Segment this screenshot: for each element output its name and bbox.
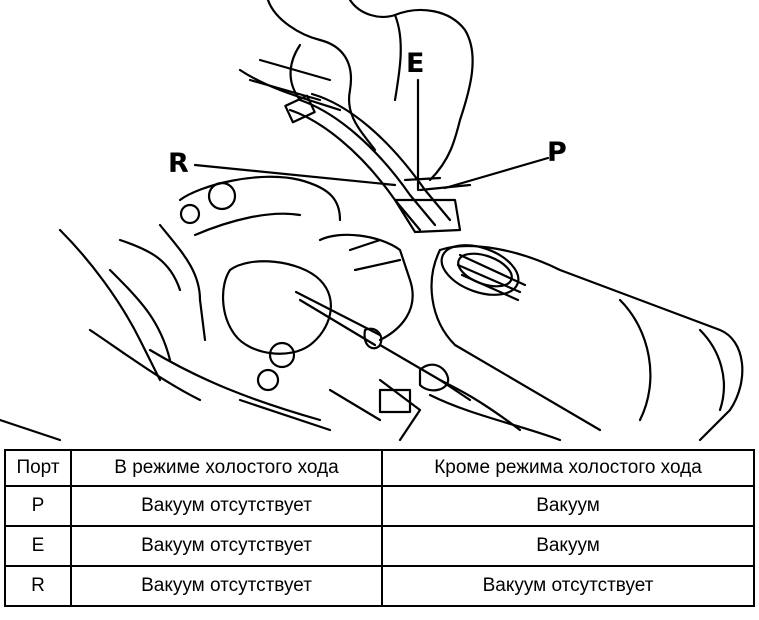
throttle-body (428, 244, 744, 442)
non-idle-mode-cell: Вакуум (381, 525, 755, 567)
idle-mode-cell: Вакуум отсутствует (70, 565, 383, 607)
header-idle-mode: В режиме холостого хода (70, 449, 383, 487)
table-row: P Вакуум отсутствует Вакуум (4, 485, 755, 527)
callout-p-label: P (547, 137, 567, 168)
non-idle-mode-cell: Вакуум (381, 485, 755, 527)
table-row: R Вакуум отсутствует Вакуум отсутствует (4, 565, 755, 607)
callout-r-label: R (168, 148, 189, 179)
vacuum-hoses (284, 92, 472, 234)
idle-mode-cell: Вакуум отсутствует (70, 525, 383, 567)
callout-leaders (193, 78, 550, 192)
valve-assembly (221, 233, 522, 442)
port-cell: R (4, 565, 72, 607)
port-vacuum-table: Порт В режиме холостого хода Кроме режим… (4, 449, 755, 607)
idle-mode-cell: Вакуум отсутствует (70, 485, 383, 527)
table-header-row: Порт В режиме холостого хода Кроме режим… (4, 449, 755, 487)
header-non-idle-mode: Кроме режима холостого хода (381, 449, 755, 487)
port-cell: P (4, 485, 72, 527)
hand-drawing (238, 0, 474, 182)
port-cell: E (4, 525, 72, 567)
engine-vacuum-port-illustration: E R P (0, 0, 744, 442)
header-port: Порт (4, 449, 72, 487)
pipes (0, 175, 342, 442)
non-idle-mode-cell: Вакуум отсутствует (381, 565, 755, 607)
callout-e-label: E (406, 48, 424, 79)
table-row: E Вакуум отсутствует Вакуум (4, 525, 755, 567)
